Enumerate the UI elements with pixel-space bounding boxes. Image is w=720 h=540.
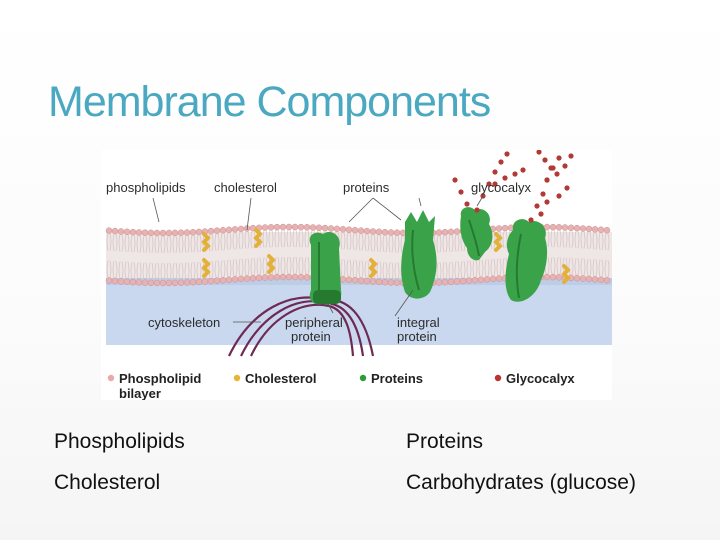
membrane-diagram-svg: phospholipids cholesterol proteins glyco… <box>101 150 612 400</box>
slide-title: Membrane Components <box>48 78 491 126</box>
label-glycocalyx: glycocalyx <box>471 180 531 195</box>
list-item-cholesterol: Cholesterol <box>54 471 161 494</box>
list-item-carbohydrates: Carbohydrates (glucose) <box>406 471 636 494</box>
label-cholesterol: cholesterol <box>214 180 277 195</box>
label-proteins: proteins <box>343 180 390 195</box>
list-item-proteins: Proteins <box>406 430 484 453</box>
legend-dot-cholesterol <box>233 374 241 382</box>
integral-protein-2 <box>460 207 493 261</box>
membrane-diagram: phospholipids cholesterol proteins glyco… <box>101 150 612 400</box>
legend-proteins-label: Proteins <box>371 371 423 386</box>
label-cytoskeleton: cytoskeleton <box>148 315 220 330</box>
integral-protein-3 <box>505 219 548 302</box>
legend-bilayer-label: bilayer <box>119 386 161 400</box>
glycocalyx-chains <box>452 150 574 223</box>
label-leader-lines <box>152 195 484 323</box>
legend-phospholipid-label: Phospholipid <box>119 371 201 386</box>
label-integral-2: protein <box>397 329 437 344</box>
legend-dot-proteins <box>359 374 367 382</box>
legend-background <box>101 362 612 400</box>
legend-glycocalyx-label: Glycocalyx <box>506 371 575 386</box>
label-integral-1: integral <box>397 315 440 330</box>
label-phospholipids: phospholipids <box>106 180 186 195</box>
label-peripheral-1: peripheral <box>285 315 343 330</box>
legend-cholesterol-label: Cholesterol <box>245 371 317 386</box>
peripheral-protein <box>309 231 342 305</box>
label-peripheral-2: protein <box>291 329 331 344</box>
list-item-phospholipids: Phospholipids <box>54 430 185 453</box>
legend-dot-glycocalyx <box>494 374 502 382</box>
integral-protein-1 <box>401 210 437 299</box>
cholesterol-molecules <box>201 228 571 284</box>
legend-dot-phospholipid <box>107 374 115 382</box>
